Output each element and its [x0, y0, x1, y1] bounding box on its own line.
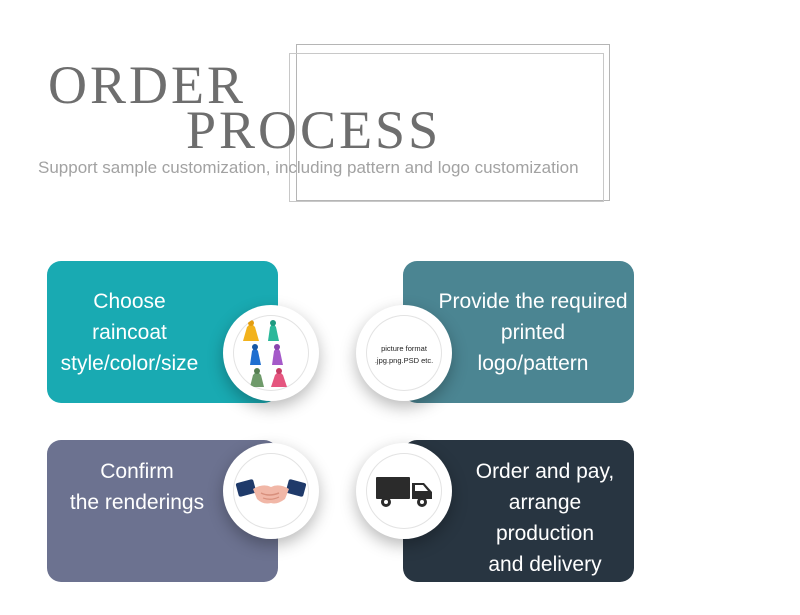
step-line: logo/pattern [477, 352, 589, 375]
step-line: Confirm [100, 460, 174, 483]
step-text: Choose raincoat style/color/size [57, 286, 202, 379]
file-format-icon: picture format .jpg.png.PSD etc. [366, 315, 442, 391]
step-line: the renderings [69, 491, 205, 514]
step-line: style/color/size [60, 352, 199, 375]
step-circle-4 [356, 443, 452, 539]
step-line: printed [500, 321, 566, 344]
raincoats-icon [233, 315, 309, 391]
title-frame-inner [289, 53, 604, 202]
title-frame-outer [296, 44, 610, 201]
delivery-truck-icon [366, 453, 442, 529]
step-line: and delivery [488, 553, 602, 576]
title-process: PROCESS [186, 100, 442, 160]
step-line: Order and pay, [475, 460, 615, 483]
format-extensions: .jpg.png.PSD etc. [374, 356, 434, 365]
step-text: Confirm the renderings [57, 456, 217, 518]
step-circle-2: picture format .jpg.png.PSD etc. [356, 305, 452, 401]
step-line: Provide the required [438, 290, 628, 313]
title-order: ORDER [48, 55, 247, 115]
handshake-icon [233, 453, 309, 529]
step-line: Choose raincoat [92, 290, 167, 344]
step-line: arrange production [495, 491, 595, 545]
step-text: Order and pay, arrange production and de… [457, 456, 633, 580]
step-circle-1 [223, 305, 319, 401]
step-circle-3 [223, 443, 319, 539]
subtitle: Support sample customization, including … [38, 158, 579, 177]
format-label: picture format [381, 344, 427, 353]
step-text: Provide the required printed logo/patter… [438, 286, 628, 379]
